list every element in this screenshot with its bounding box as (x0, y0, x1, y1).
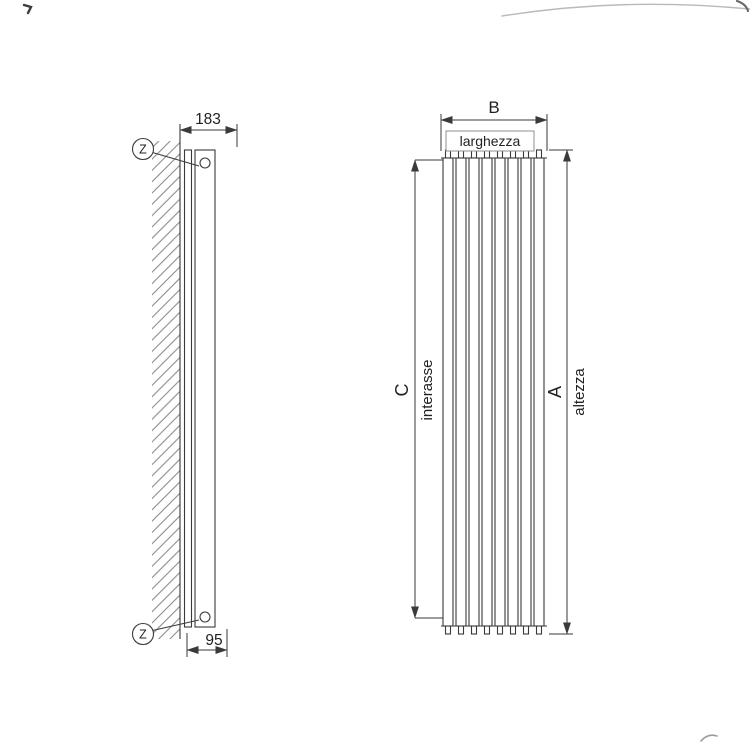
tube-stub (509, 625, 517, 635)
dimension-width (440, 114, 548, 152)
dimension-axis-distance (411, 159, 443, 619)
tube-stub (535, 625, 543, 635)
artifact-top-right-corner (735, 0, 750, 13)
leader-line-top (152, 151, 200, 167)
radiator-tubes (442, 157, 545, 627)
tube-stub (522, 625, 530, 635)
tube-stub (470, 625, 478, 635)
dimension-height (549, 149, 573, 635)
depth-dimension-text: 183 (195, 111, 221, 128)
wall-hatching (152, 141, 180, 639)
artifact-bottom-right (700, 734, 718, 742)
dimension-offset (186, 629, 228, 657)
artifact-top-right-curve (501, 3, 750, 17)
dimension-depth (179, 124, 238, 147)
z-balloon-top (131, 137, 155, 161)
tube-stub (496, 625, 504, 635)
z-balloon-bottom (131, 622, 155, 646)
tube (455, 157, 467, 627)
scan-artifacts (22, 0, 750, 742)
width-caption-box (445, 130, 535, 152)
side-view-labels: 183 95 Z Z (139, 111, 222, 649)
radiator-tube-profile (194, 149, 216, 628)
tube (533, 157, 545, 627)
z-callout-top (131, 137, 200, 167)
leader-line-bottom (152, 619, 200, 632)
offset-dimension-text: 95 (205, 632, 222, 649)
tube (468, 157, 480, 627)
connection-top-circle (199, 157, 211, 169)
width-letter: B (488, 98, 499, 117)
height-caption: altezza (571, 368, 588, 416)
tube-stub (444, 625, 452, 635)
front-view (411, 114, 573, 635)
tube (520, 157, 532, 627)
connection-bottom-circle (199, 611, 211, 623)
tube-stub (483, 625, 491, 635)
tube (481, 157, 493, 627)
radiator-panel-profile (183, 149, 193, 628)
tube (442, 157, 454, 627)
tube-bottom-stubs (444, 625, 543, 635)
tube (494, 157, 506, 627)
height-letter: A (545, 386, 565, 398)
z-callout-bottom (131, 619, 200, 646)
tube-stub (457, 625, 465, 635)
axis-letter: C (392, 384, 412, 397)
axis-caption: interasse (419, 360, 436, 421)
artifact-top-left (22, 3, 33, 15)
side-view (131, 124, 238, 657)
z-label-top: Z (139, 143, 147, 157)
front-view-labels: B larghezza C interasse A altezza (392, 98, 588, 420)
tube-stub (535, 149, 543, 159)
width-caption: larghezza (460, 133, 521, 149)
tube (507, 157, 519, 627)
z-label-bottom: Z (139, 628, 147, 642)
